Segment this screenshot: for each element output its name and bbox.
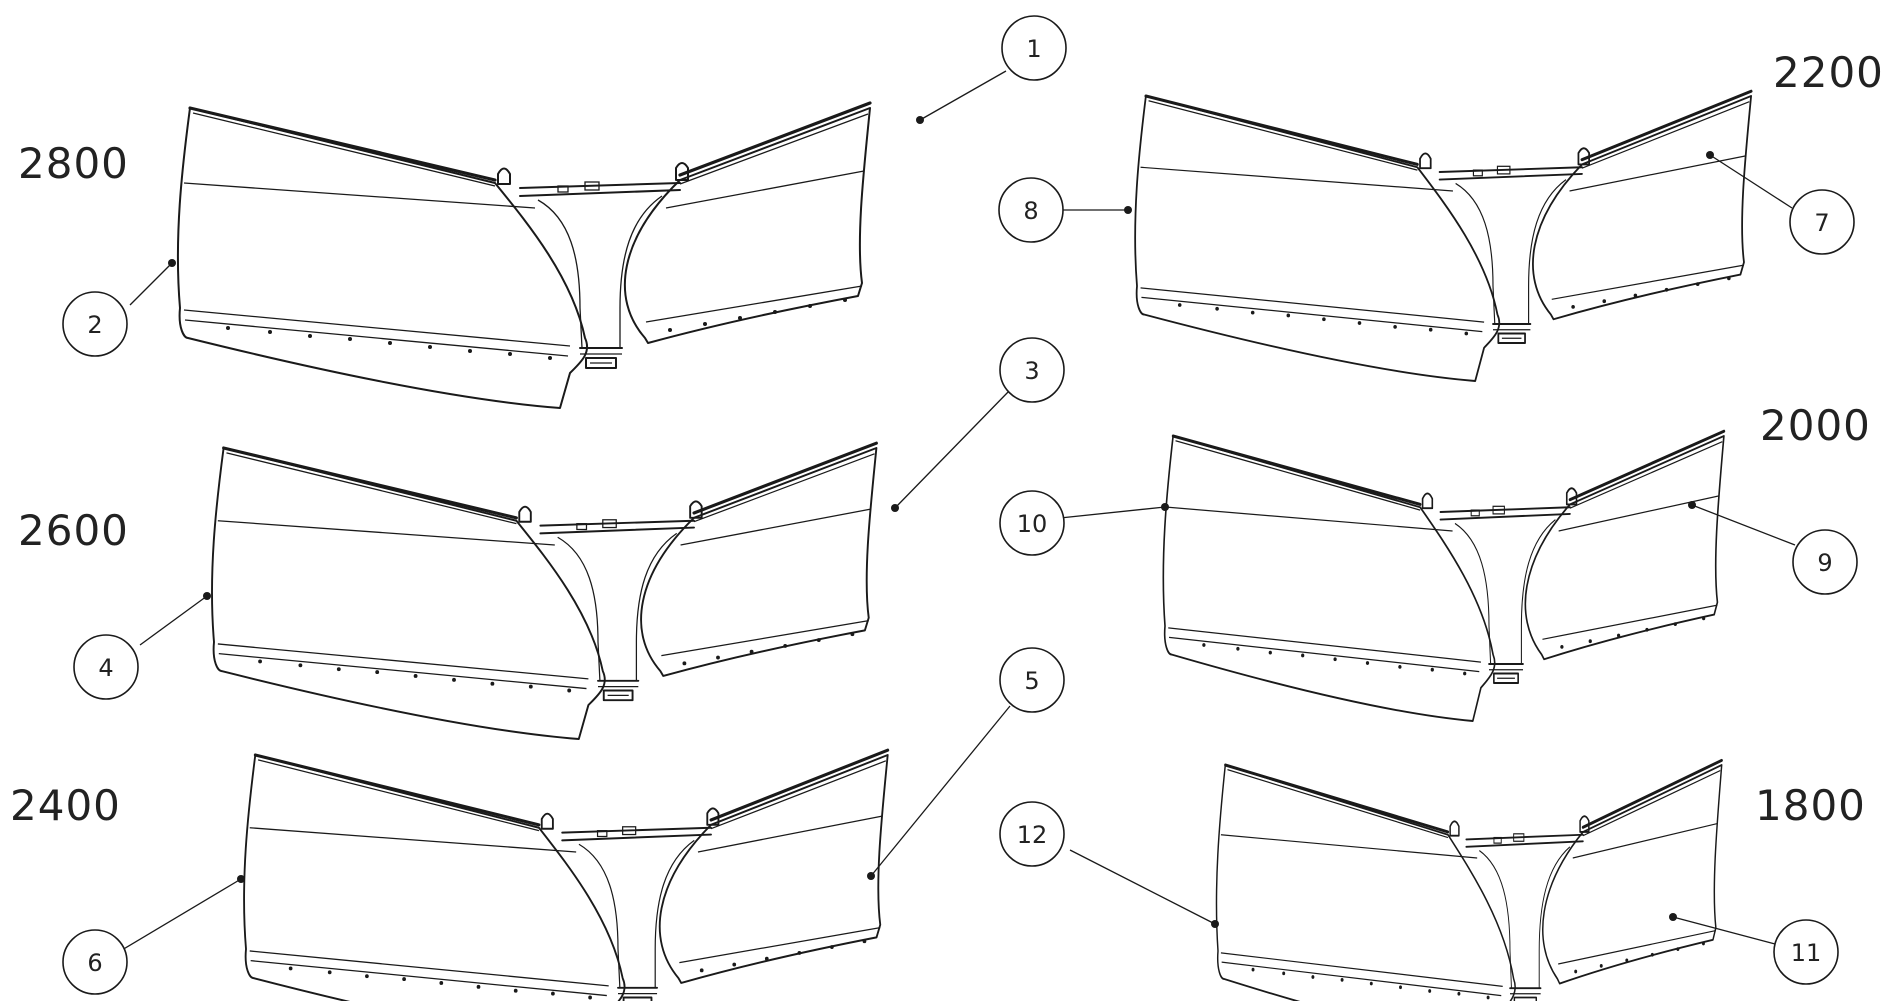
- callout-3: 3: [999, 337, 1065, 403]
- callout-11-number: 11: [1791, 939, 1822, 967]
- callout-6: 6: [62, 929, 128, 995]
- callout-9: 9: [1792, 529, 1858, 595]
- plow-1800-drawing: [1214, 758, 1724, 1001]
- callout-1-number: 1: [1026, 35, 1041, 63]
- callout-8: 8: [998, 177, 1064, 243]
- callout-12-number: 12: [1017, 821, 1048, 849]
- callout-7: 7: [1789, 189, 1855, 255]
- callout-1: 1: [1001, 15, 1067, 81]
- callout-6-number: 6: [87, 949, 102, 977]
- plow-2200-drawing: [1133, 89, 1753, 383]
- plow-2800-drawing: [176, 101, 872, 410]
- callout-4: 4: [73, 634, 139, 700]
- callout-5: 5: [999, 647, 1065, 713]
- size-label-2800: 2800: [18, 139, 129, 188]
- size-label-2000: 2000: [1760, 401, 1871, 450]
- callout-8-number: 8: [1023, 197, 1038, 225]
- callout-10-number: 10: [1017, 510, 1048, 538]
- leader-lines: [121, 70, 1796, 951]
- size-label-2600: 2600: [18, 506, 129, 555]
- size-label-1800: 1800: [1755, 781, 1866, 830]
- callout-2-number: 2: [87, 311, 102, 339]
- callout-12: 12: [999, 801, 1065, 867]
- callout-5-number: 5: [1024, 667, 1039, 695]
- callout-2: 2: [62, 291, 128, 357]
- callout-3-number: 3: [1024, 357, 1039, 385]
- callout-11: 11: [1773, 919, 1839, 985]
- callout-4-number: 4: [98, 654, 113, 682]
- plow-2400-drawing: [242, 748, 890, 1001]
- callout-9-number: 9: [1817, 549, 1832, 577]
- plow-2000-drawing: [1161, 429, 1726, 723]
- size-label-2200: 2200: [1773, 48, 1883, 97]
- callout-10: 10: [999, 490, 1065, 556]
- size-label-2400: 2400: [10, 781, 121, 830]
- callout-7-number: 7: [1814, 209, 1829, 237]
- plow-2600-drawing: [210, 441, 878, 741]
